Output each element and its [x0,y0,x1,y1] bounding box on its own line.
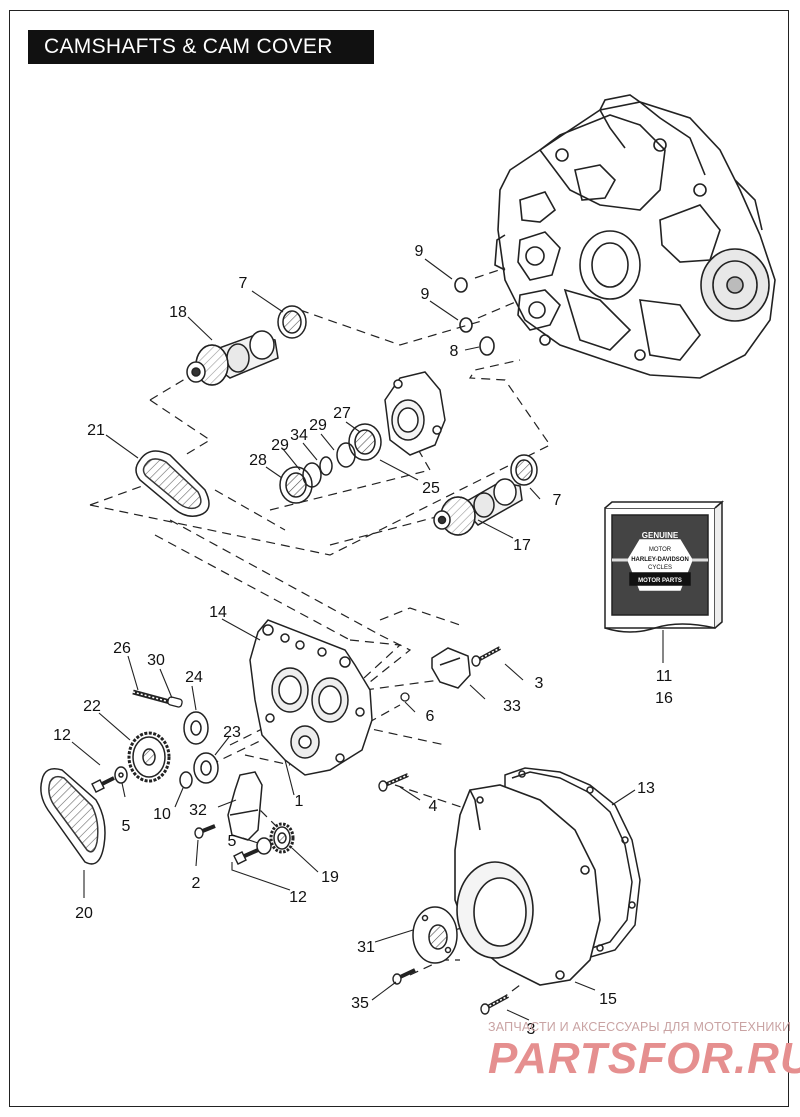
callout-20: 20 [75,905,93,922]
callout-9-lower: 9 [421,286,430,303]
callout-labels: 7 18 9 9 8 27 29 34 29 28 21 25 7 17 11 … [53,243,673,1038]
spring-26-drawing [132,689,171,705]
box-brand-genuine: GENUINE [642,531,679,540]
watermark-brand: PARTSFOR.RU [488,1034,800,1083]
callout-12-right: 12 [289,889,307,906]
screw-3-upper-drawing [471,646,501,667]
callout-28: 28 [249,452,267,469]
page-title: CAMSHAFTS & CAM COVER [28,30,374,64]
sprocket-22-drawing [127,731,171,783]
leader-lines [71,258,664,1021]
screw-3-lower-drawing [480,994,509,1015]
callout-15: 15 [599,991,617,1008]
box-brand-motor-parts: MOTOR PARTS [638,578,682,584]
o-rings-drawing [454,277,495,356]
tensioner-33-drawing [431,647,471,689]
callout-7-lower: 7 [553,492,562,509]
callout-18: 18 [169,304,187,321]
bearing-plate-25-drawing [384,371,446,456]
callout-35: 35 [351,995,369,1012]
box-brand-cycles: CYCLES [648,565,672,571]
dowel-6-drawing [400,692,410,702]
page-frame [9,10,789,1107]
callout-5-right: 5 [228,833,237,850]
callout-2: 2 [192,875,201,892]
washer-24-drawing [183,711,209,745]
ring-10-drawing [179,771,193,789]
retaining-rings-29-34-drawing [302,442,356,488]
pin-30-drawing [167,696,183,708]
callout-10: 10 [153,806,171,823]
callout-21: 21 [87,422,105,439]
camshaft-17-drawing [433,478,523,536]
tensioner-32-drawing [227,771,263,841]
watermark-tagline: ЗАПЧАСТИ И АКСЕССУАРЫ ДЛЯ МОТОТЕХНИКИ [488,1020,792,1034]
screw-35-drawing [392,968,416,985]
plate-31-drawing [412,906,458,964]
callout-3-lower: 3 [527,1021,536,1038]
chain-21-drawing [135,450,210,517]
callout-6: 6 [426,708,435,725]
callout-4: 4 [429,798,438,815]
callout-24: 24 [185,669,203,686]
callout-11: 11 [656,668,673,685]
sprocket-19-drawing [269,822,295,854]
callout-9-upper: 9 [415,243,424,260]
bolt-12-right-drawing [233,848,259,865]
washer-23-drawing [193,752,219,784]
callout-31: 31 [357,939,375,956]
callout-3-upper: 3 [535,675,544,692]
box-brand-name: HARLEY-DAVIDSON [631,557,689,563]
callout-14: 14 [209,604,227,621]
callout-26: 26 [113,640,131,657]
callout-32: 32 [189,802,207,819]
camshaft-18-drawing [186,330,279,386]
callout-19: 19 [321,869,339,886]
callout-13: 13 [637,780,655,797]
callout-25: 25 [422,480,440,497]
callout-5-left: 5 [122,818,131,835]
callout-33: 33 [503,698,521,715]
callout-22: 22 [83,698,101,715]
bolt-12-left-drawing [91,776,115,793]
callout-8: 8 [450,343,459,360]
cam-support-plate-14-drawing [249,619,373,776]
callout-7-top: 7 [239,275,248,292]
bearing-7-lower-drawing [510,454,538,486]
screw-2-drawing [194,824,216,839]
genuine-oil-box-drawing [604,500,725,633]
chain-20-drawing [40,768,106,865]
callout-30: 30 [147,652,165,669]
callout-34: 34 [290,427,308,444]
screw-4-drawing [378,773,409,792]
bearing-7-top-drawing [277,305,307,339]
cam-cover-15-drawing [454,784,601,986]
callout-16: 16 [655,690,673,707]
washer-5-right-drawing [256,837,272,855]
callout-1: 1 [295,793,304,810]
callout-27: 27 [333,405,351,422]
callout-29-right: 29 [309,417,327,434]
crankcase-drawing [494,94,776,379]
box-brand-motor: MOTOR [649,547,672,553]
bearings-27-28-drawing [279,423,382,504]
callout-29-left: 29 [271,437,289,454]
washer-5-left-drawing [114,766,128,784]
callout-23: 23 [223,724,241,741]
callout-17: 17 [513,537,531,554]
callout-12-left: 12 [53,727,71,744]
